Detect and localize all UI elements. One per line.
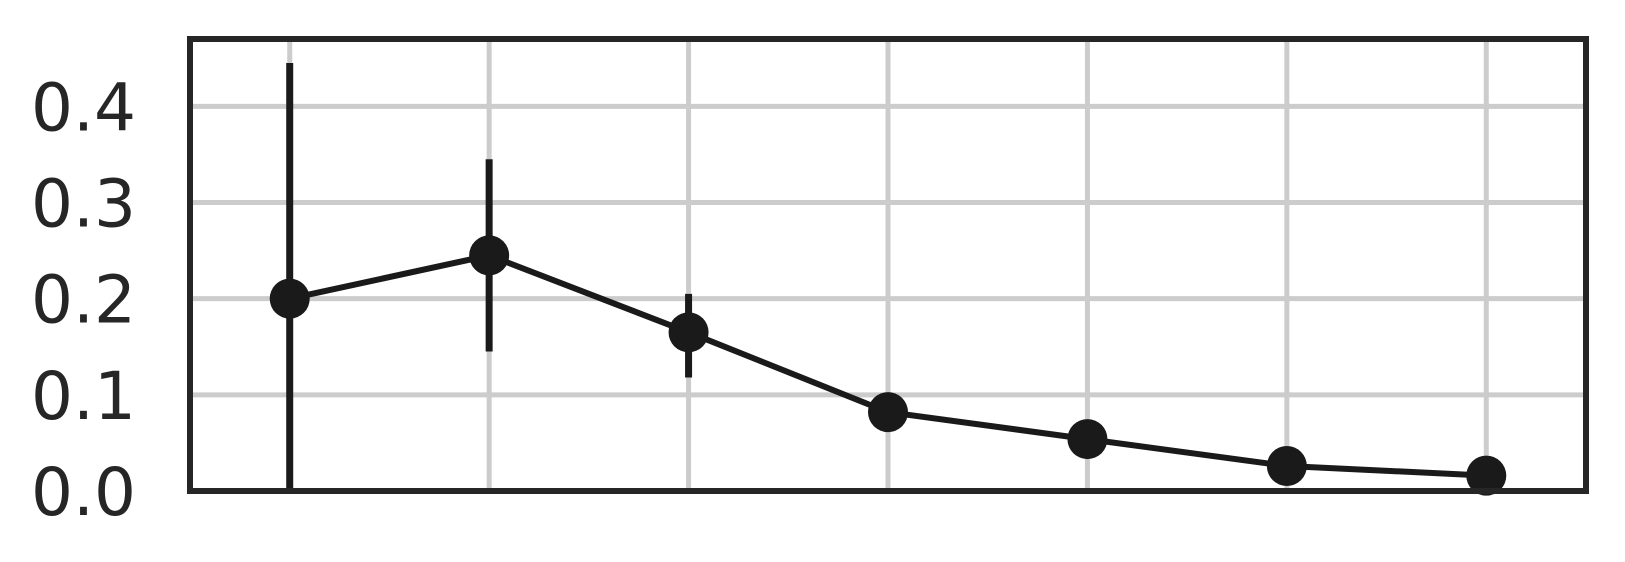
data-point-1 <box>269 278 310 319</box>
data-point-5 <box>1067 419 1108 460</box>
data-point-4 <box>868 392 908 433</box>
data-points <box>269 235 1507 496</box>
y-tick-label-5: 0.4 <box>31 69 136 146</box>
y-tick-label-4: 0.3 <box>31 165 136 242</box>
y-axis-ticks: 0.0 0.1 0.2 0.3 0.4 <box>31 69 136 531</box>
plot-frame <box>187 36 1589 494</box>
data-point-6 <box>1266 445 1307 486</box>
y-tick-label-2: 0.1 <box>31 358 136 435</box>
data-point-2 <box>469 235 510 276</box>
data-point-3 <box>668 312 709 353</box>
y-tick-label-3: 0.2 <box>31 262 136 339</box>
data-point-7 <box>1466 455 1507 496</box>
y-tick-label-1: 0.0 <box>31 454 136 531</box>
